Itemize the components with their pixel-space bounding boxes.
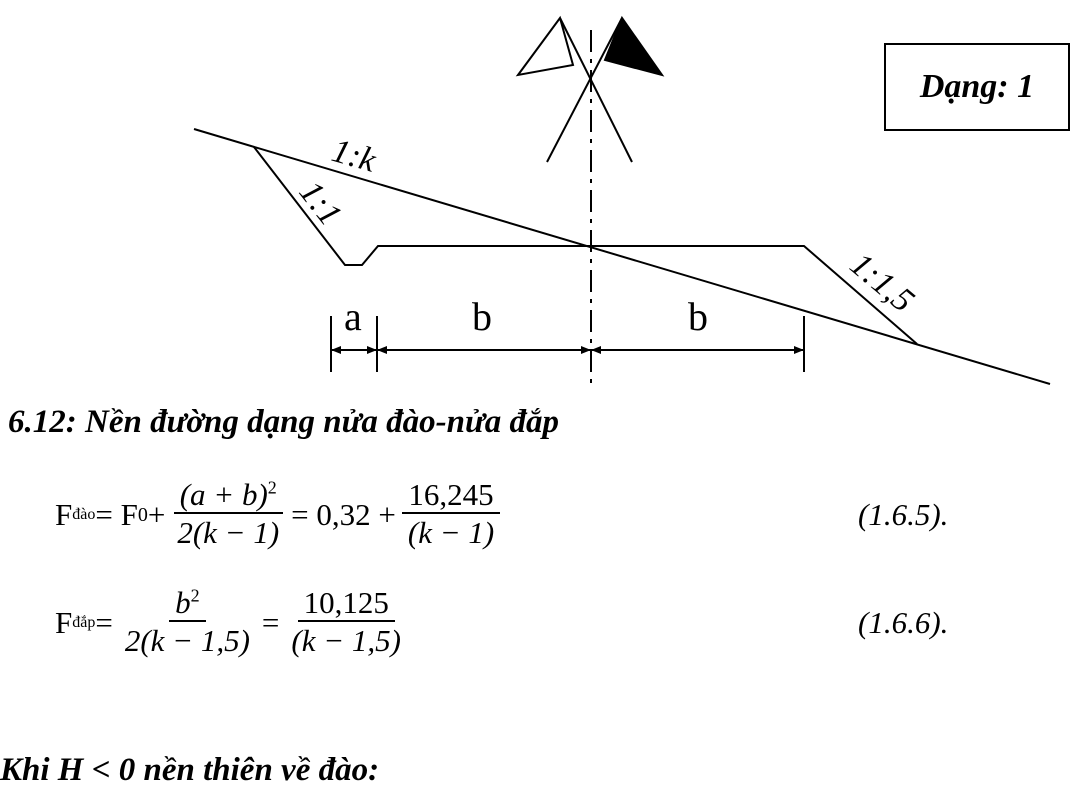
equals-sign: = bbox=[95, 605, 113, 640]
numerator-3: b bbox=[175, 584, 191, 620]
equation-number-2: (1.6.6). bbox=[858, 605, 949, 640]
exponent-3: 2 bbox=[190, 585, 200, 606]
cut-slope-label: 1:1 bbox=[292, 174, 349, 232]
plus-sign: + bbox=[147, 497, 166, 532]
dimension-b-left-label: b bbox=[472, 294, 492, 339]
f-symbol: F bbox=[55, 605, 73, 640]
f-subscript: đào bbox=[72, 506, 96, 523]
dimension-a-label: a bbox=[344, 294, 362, 339]
exponent-1: 2 bbox=[267, 477, 277, 498]
numerator-4: 10,125 bbox=[297, 585, 395, 623]
fraction-4: 10,125 (k − 1,5) bbox=[285, 585, 407, 661]
equals-value: = 0,32 + bbox=[291, 497, 396, 532]
equation-number-1: (1.6.5). bbox=[858, 497, 949, 532]
fraction-1: (a + b)2 2(k − 1) bbox=[171, 477, 285, 553]
type-box-label: Dạng: 1 bbox=[919, 68, 1035, 105]
numerator-1: (a + b) bbox=[179, 476, 268, 512]
fraction-3: b2 2(k − 1,5) bbox=[119, 585, 256, 661]
fraction-2: 16,245 (k − 1) bbox=[402, 477, 500, 553]
condition-note: Khi H < 0 nền thiên về đào: bbox=[0, 752, 380, 788]
figure-caption: 6.12: Nền đường dạng nửa đào-nửa đắp bbox=[8, 404, 559, 440]
ground-slope-label: 1:k bbox=[328, 132, 381, 180]
equals-sign-2: = bbox=[261, 605, 280, 640]
natural-ground-line bbox=[193, 128, 1051, 385]
dimension-b-right-label: b bbox=[688, 294, 708, 339]
denominator-1: 2(k − 1) bbox=[177, 515, 280, 551]
roadbed-profile bbox=[253, 146, 918, 345]
denominator-3: 2(k − 1,5) bbox=[124, 623, 250, 659]
f-subscript: đắp bbox=[72, 614, 96, 631]
denominator-2: (k − 1) bbox=[407, 515, 495, 551]
f-symbol: F bbox=[55, 497, 73, 532]
f0-subscript: 0 bbox=[137, 503, 148, 526]
road-cross-section-diagram: 1:k 1:1 1:1,5 a b b bbox=[193, 15, 1051, 385]
fill-slope-label: 1:1,5 bbox=[843, 246, 921, 320]
survey-flag-icon bbox=[515, 15, 665, 163]
dimension-lines bbox=[330, 316, 805, 372]
denominator-4: (k − 1,5) bbox=[291, 623, 401, 659]
equals-f0: = F bbox=[95, 497, 138, 532]
type-box: Dạng: 1 bbox=[884, 43, 1070, 131]
numerator-2: 16,245 bbox=[402, 477, 500, 515]
